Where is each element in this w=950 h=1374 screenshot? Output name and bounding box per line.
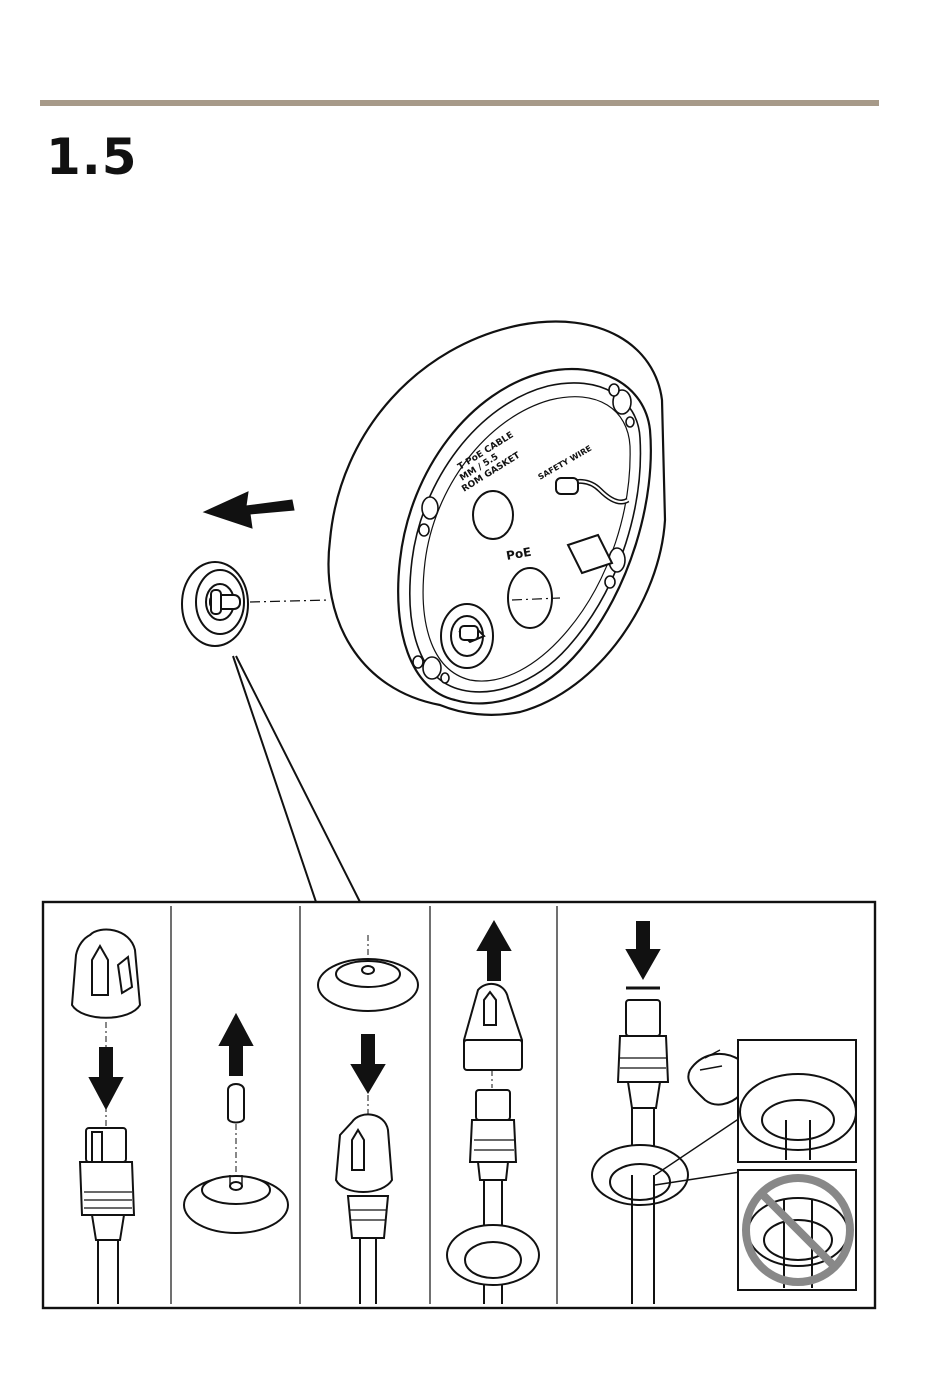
remove-direction-arrow — [204, 492, 294, 528]
callout-lines — [233, 656, 360, 902]
inset-correct-seal — [738, 1040, 856, 1162]
removed-gasket — [182, 562, 248, 646]
